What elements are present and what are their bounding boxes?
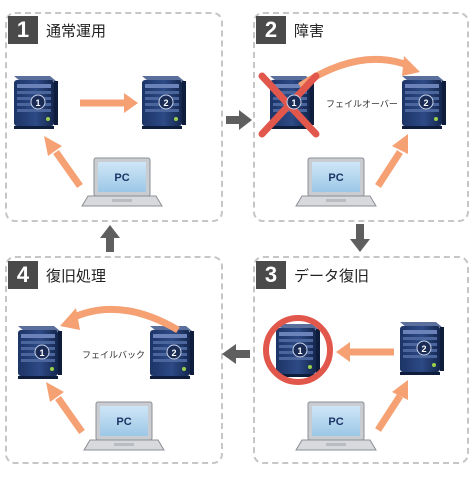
arrow-icon: [55, 395, 85, 435]
step-badge-3: 3: [256, 261, 286, 289]
panel-failure: [253, 12, 469, 222]
arrow-icon: [392, 380, 408, 400]
panel-title-data-recovery: データ復旧: [294, 267, 370, 285]
arrow-icon: [124, 93, 138, 113]
panel-title-recovery-process: 復旧処理: [46, 267, 107, 285]
arrow-icon: [239, 110, 252, 130]
server-number-label: 2: [423, 98, 428, 108]
arrow-icon: [100, 225, 120, 238]
pc-label: PC: [116, 416, 131, 428]
server-number-label: 1: [35, 98, 40, 108]
pc-label: PC: [328, 416, 343, 428]
arrow-icon: [402, 56, 420, 76]
arrow-icon: [44, 136, 62, 156]
failback-label: フェイルバック: [82, 351, 146, 361]
server-number-label: 2: [421, 344, 426, 354]
panel-data-recovery: [253, 256, 469, 464]
step-badge-1: 1: [8, 16, 38, 44]
recovery-circle-icon: [263, 315, 333, 385]
server-number-label: 1: [291, 98, 296, 108]
arrow-icon: [53, 149, 83, 189]
server-number-label: 1: [39, 348, 44, 358]
arrow-icon: [336, 342, 350, 362]
server-number-label: 2: [171, 348, 176, 358]
panel-normal-operation: [5, 12, 223, 222]
arrow-icon: [60, 308, 80, 330]
step-badge-4: 4: [8, 261, 38, 289]
arrow-icon: [222, 344, 236, 364]
arrow-icon: [350, 239, 370, 252]
arrow-icon: [392, 134, 408, 154]
pc-label: PC: [114, 172, 129, 184]
server-number-label: 1: [297, 346, 302, 356]
panel-title-normal-operation: 通常運用: [46, 22, 107, 40]
arrow-icon: [375, 394, 403, 432]
failover-label: フェイルオーバー: [326, 100, 398, 110]
panel-title-failure: 障害: [294, 22, 325, 40]
step-badge-2: 2: [256, 16, 286, 44]
arrow-icon: [375, 150, 403, 188]
arrow-icon: [70, 305, 180, 334]
server-number-label: 2: [163, 98, 168, 108]
arrow-icon: [46, 382, 64, 402]
pc-label: PC: [328, 172, 343, 184]
panel-recovery-process: [5, 256, 223, 464]
